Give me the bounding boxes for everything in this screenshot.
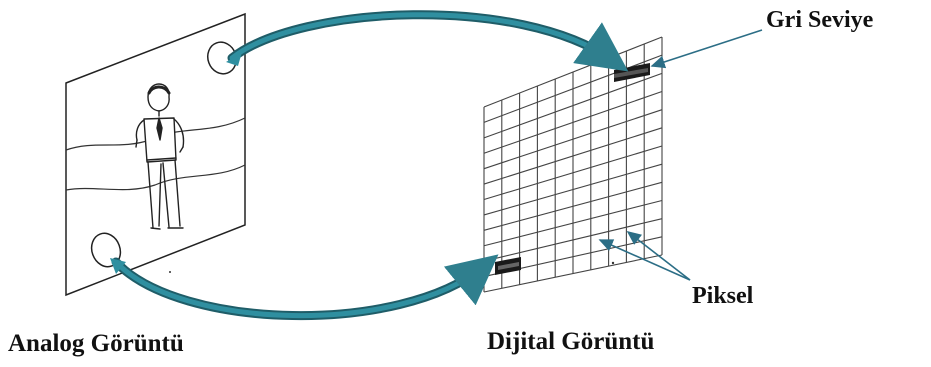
grid-row-line: [483, 90, 663, 154]
grid-row-line: [483, 218, 663, 262]
person-icon: [135, 83, 185, 230]
conversion-arrow-top: [226, 10, 629, 72]
grid-row-line: [483, 54, 663, 123]
grid-row-line: [483, 254, 663, 293]
gray-level-value-marker: [614, 63, 650, 82]
grid-row-line: [483, 199, 663, 247]
stray-dot: [611, 261, 615, 265]
digital-image-label: Dijital Görüntü: [487, 328, 655, 355]
analog-sample-ellipse-bottom: [90, 232, 122, 268]
gray-level-label: Gri Seviye: [766, 7, 874, 33]
grid-row-line: [483, 36, 663, 108]
grid-row-line: [483, 163, 663, 216]
pixel-leader-lines: [598, 231, 691, 281]
grid-row-line: [483, 181, 663, 231]
grid-row-line: [483, 145, 663, 201]
pixel-label: Piksel: [692, 283, 754, 309]
stray-dot: [169, 271, 171, 273]
conversion-arrow-bottom: [110, 254, 499, 321]
grid-row-line: [483, 127, 663, 185]
grid-row-line: [483, 109, 663, 170]
grid-row-line: [483, 72, 663, 139]
digital-sample-marker: [495, 257, 521, 275]
analog-image-label: Analog Görüntü: [8, 330, 184, 357]
gray-level-leader: [650, 29, 763, 69]
